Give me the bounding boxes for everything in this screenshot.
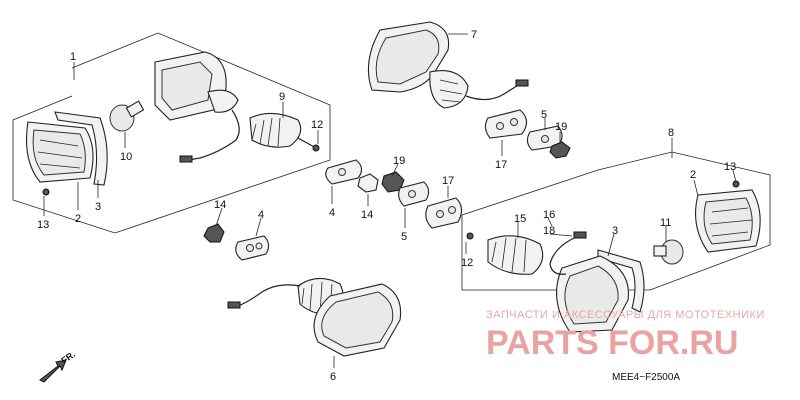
watermark-logo: PARTS FOR.RU: [486, 324, 738, 362]
callout-15: 15: [514, 213, 526, 225]
callout-10: 10: [120, 151, 132, 163]
callout-12-lower: 12: [461, 257, 473, 269]
front-direction-arrow: FR.: [39, 349, 77, 383]
leader-lines: [43, 33, 737, 368]
nut-19-upper: [549, 141, 571, 159]
callout-13-right: 13: [724, 161, 736, 173]
callout-14-middle: 14: [361, 209, 373, 221]
callout-4-middle: 4: [329, 207, 335, 219]
rubber-9-left: [249, 112, 302, 148]
nut-14-lower: [203, 223, 225, 243]
callout-labels: 1 2 3 13 10 9 12 7 5 19 17 4 14 19 5 17 …: [37, 29, 736, 383]
bulb-11-right: [653, 239, 684, 265]
group-8-outline: [461, 151, 771, 291]
callout-1: 1: [70, 51, 76, 63]
diagram-code: MEE4−F2500A: [612, 372, 680, 383]
callout-5-middle: 5: [401, 231, 407, 243]
callout-3: 3: [95, 201, 101, 213]
plate-4-lower: [235, 235, 270, 261]
connector-16-18: [549, 231, 587, 275]
callout-8: 8: [668, 127, 674, 139]
screw-13-left: [42, 188, 50, 196]
callout-16: 16: [543, 209, 555, 221]
callout-19-middle: 19: [393, 155, 405, 167]
callout-17-upper: 17: [495, 159, 507, 171]
callout-12-upper: 12: [311, 119, 323, 131]
callout-14-lower: 14: [214, 199, 226, 211]
plate-4-middle: [325, 159, 363, 185]
plate-5-upper: [526, 125, 563, 151]
plate-5-middle: [398, 181, 430, 207]
callout-11: 11: [660, 217, 671, 229]
watermark-text: ЗАПЧАСТИ И АКСЕССУАРЫ ДЛЯ МОТОТЕХНИКИ: [486, 309, 765, 321]
callout-7: 7: [471, 29, 477, 41]
callout-13: 13: [37, 219, 49, 231]
callout-5-upper: 5: [541, 109, 547, 121]
gasket-3-right: [597, 249, 645, 313]
callout-4-lower: 4: [258, 209, 264, 221]
screw-12-upper: [297, 137, 320, 152]
group-1-outline: [12, 32, 331, 234]
turn-signal-7: [367, 21, 529, 109]
watermark: ЗАПЧАСТИ И АКСЕССУАРЫ ДЛЯ МОТОТЕХНИКИ PA…: [486, 309, 765, 362]
nut-14-middle: [357, 173, 379, 193]
gasket-3-left: [54, 111, 108, 186]
lens-2-right: [695, 189, 761, 253]
turn-signal-6: [227, 277, 402, 357]
plate-17-middle: [425, 197, 463, 229]
housing-right: [556, 255, 629, 333]
callout-2: 2: [75, 213, 81, 225]
callout-18: 18: [543, 225, 555, 237]
lens-2-left: [25, 121, 94, 183]
plate-17-upper: [484, 109, 528, 139]
bulb-10-left: [109, 100, 145, 132]
callout-9: 9: [279, 91, 285, 103]
callout-6: 6: [330, 371, 336, 383]
callout-19-upper: 19: [555, 121, 567, 133]
callout-17-middle: 17: [442, 175, 454, 187]
housing-upper-left: [154, 51, 240, 163]
screw-12-lower: [466, 232, 474, 240]
callout-2-right: 2: [690, 169, 696, 181]
rubber-15-right: [487, 235, 544, 275]
callout-3-right: 3: [612, 225, 618, 237]
